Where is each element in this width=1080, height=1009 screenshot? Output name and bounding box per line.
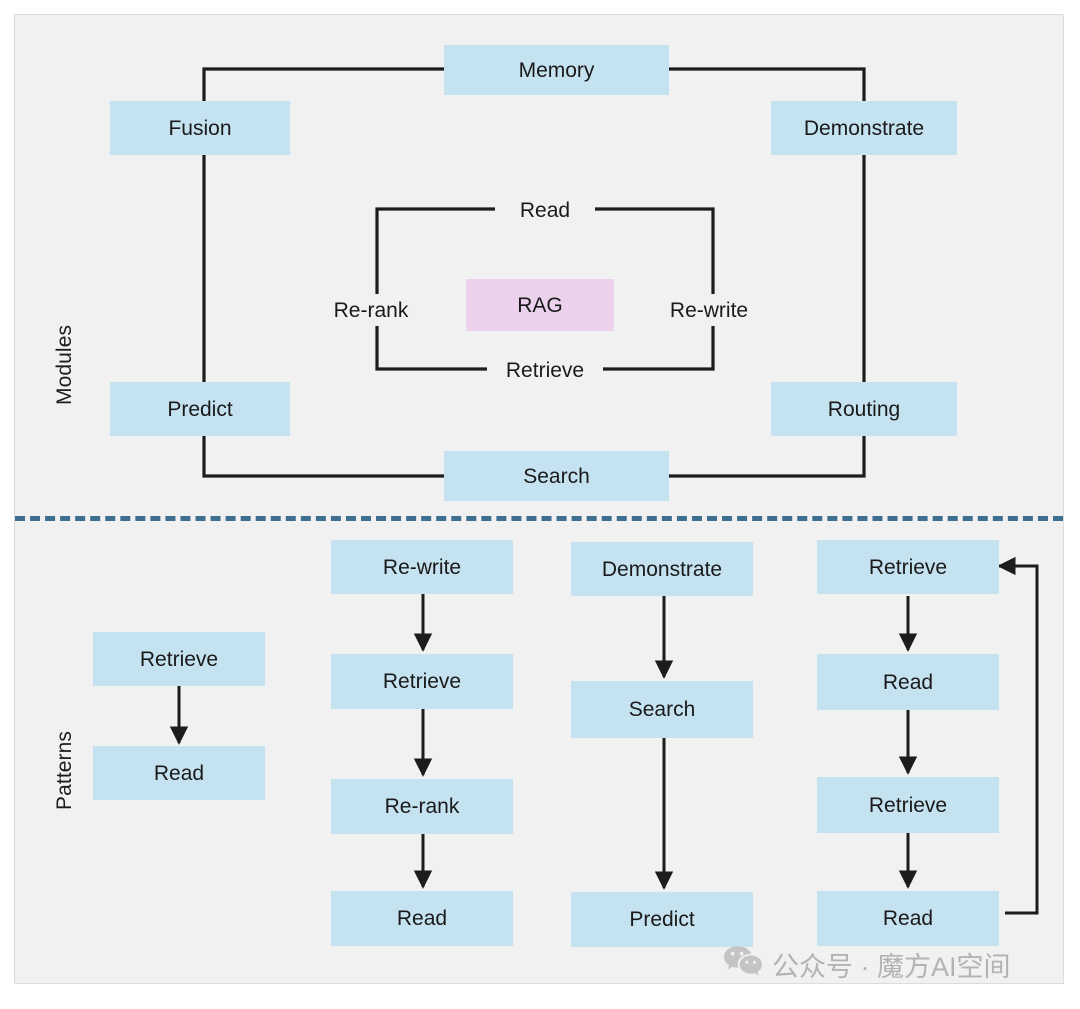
rag-inner-bracket-connector: [375, 207, 715, 371]
module-node-routing[interactable]: Routing: [771, 382, 957, 436]
module-node-memory[interactable]: Memory: [444, 45, 669, 95]
pattern-arrow-layer: [169, 556, 1039, 915]
pattern-node-1-read[interactable]: Read: [93, 746, 265, 800]
pattern-node-4-retrieve-2[interactable]: Retrieve: [817, 777, 999, 833]
pattern-node-4-read-1[interactable]: Read: [817, 654, 999, 710]
pattern-node-2-read[interactable]: Read: [331, 891, 513, 946]
module-inner-label-rerank: Re-rank: [315, 295, 427, 325]
pattern-node-1-retrieve[interactable]: Retrieve: [93, 632, 265, 686]
module-node-rag[interactable]: RAG: [466, 279, 614, 331]
pattern-node-2-rewrite[interactable]: Re-write: [331, 540, 513, 594]
pattern-node-2-rerank[interactable]: Re-rank: [331, 779, 513, 834]
pattern-node-4-retrieve-1[interactable]: Retrieve: [817, 540, 999, 594]
pattern-node-3-predict[interactable]: Predict: [571, 892, 753, 947]
module-node-demonstrate[interactable]: Demonstrate: [771, 101, 957, 155]
pattern-node-2-retrieve[interactable]: Retrieve: [331, 654, 513, 709]
pattern-node-3-search[interactable]: Search: [571, 681, 753, 738]
module-node-fusion[interactable]: Fusion: [110, 101, 290, 155]
wechat-icon: [723, 945, 763, 983]
watermark: 公众号 · 魔方AI空间: [723, 945, 1011, 983]
section-divider: [15, 516, 1063, 521]
module-inner-label-read: Read: [495, 195, 595, 225]
module-node-predict[interactable]: Predict: [110, 382, 290, 436]
diagram-canvas: Modules Memory Fusion Demonstr: [14, 14, 1064, 984]
watermark-text: 公众号 · 魔方AI空间: [772, 952, 1011, 982]
pattern-node-4-read-2[interactable]: Read: [817, 891, 999, 946]
module-node-search[interactable]: Search: [444, 451, 669, 501]
module-inner-label-retrieve: Retrieve: [487, 355, 603, 385]
module-inner-label-rewrite: Re-write: [649, 295, 769, 325]
pattern-node-3-demonstrate[interactable]: Demonstrate: [571, 542, 753, 596]
